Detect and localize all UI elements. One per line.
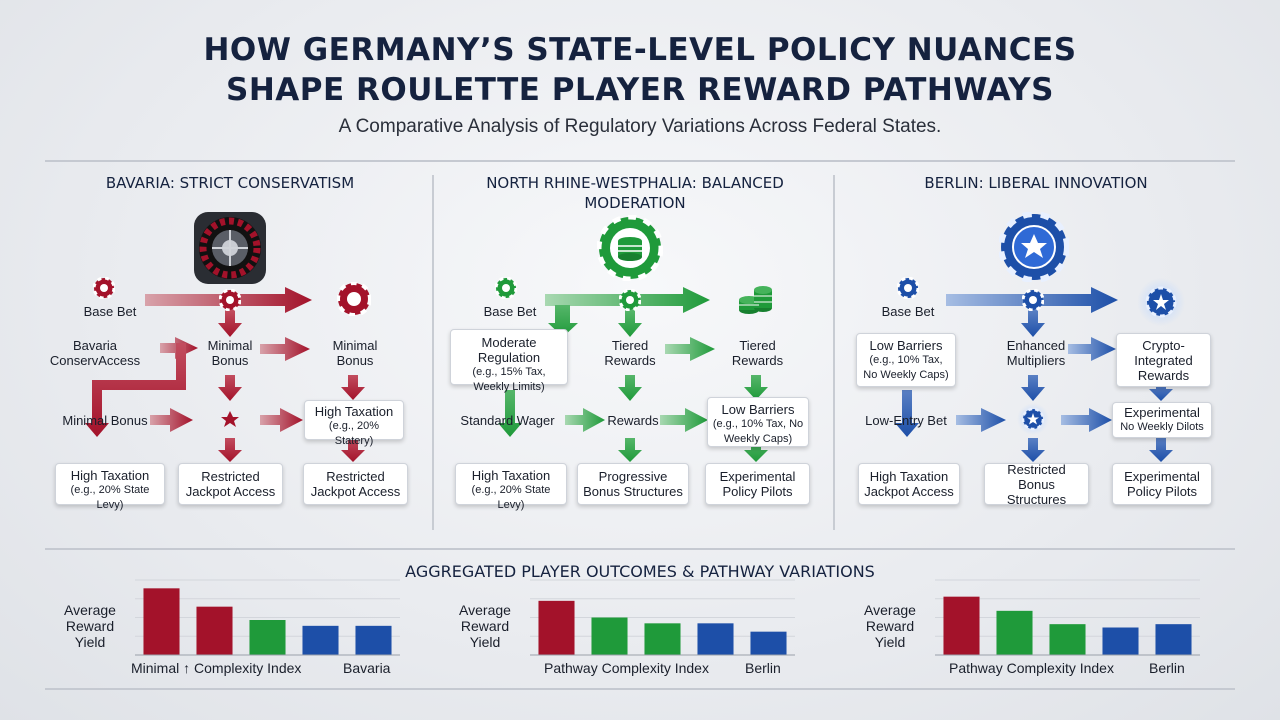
chart-bar (143, 588, 180, 655)
chart-bar (538, 600, 575, 655)
chart-bar (355, 625, 392, 655)
berlin-enhanced-multipliers-label: Enhanced Multipliers (1006, 338, 1066, 368)
chart-nrw-ylabel: Average Reward Yield (459, 602, 511, 650)
bavaria-minimal-bonus-right-label: Minimal Bonus (332, 338, 378, 368)
bavaria-mid-chip-icon (219, 289, 241, 311)
panel-berlin: BERLIN: LIBERAL INNOVATION Base Bet Low … (836, 165, 1236, 540)
chart-bar (644, 623, 681, 655)
bavaria-base-bet-label: Base Bet (83, 304, 137, 319)
chart-bar (996, 610, 1033, 655)
chart-berlin-plot (935, 579, 1200, 656)
bavaria-high-taxation-box: High Taxation(e.g., 20% Statery) (304, 400, 404, 447)
bottom-divider (45, 688, 1235, 690)
chart-bar (697, 623, 734, 655)
chart-bar (1155, 624, 1192, 655)
bavaria-restricted-jackpot-mid-box: Restricted Jackpot Access (178, 463, 283, 505)
berlin-experimental-pilots-box: Experimental Policy Pilots (1112, 463, 1212, 505)
chart-bar (591, 617, 628, 655)
chart-bar (196, 606, 233, 655)
nrw-base-bet-label: Base Bet (483, 304, 537, 319)
nrw-rewards-label: Rewards (607, 413, 659, 428)
chart-nrw: Average Reward Yield Pathway Complexity … (450, 575, 810, 685)
bavaria-title: BAVARIA: STRICT CONSERVATISM (105, 174, 355, 192)
berlin-high-taxation-box: High Taxation Jackpot Access (858, 463, 960, 505)
bavaria-restricted-jackpot-right-box: Restricted Jackpot Access (303, 463, 408, 505)
nrw-tiered-rewards-mid-label: Tiered Rewards (604, 338, 656, 368)
chart-bar (750, 631, 787, 655)
bavaria-right-chip-icon (337, 282, 371, 316)
outcomes-title: AGGREGATED PLAYER OUTCOMES & PATHWAY VAR… (405, 562, 875, 581)
berlin-small-glow-chip-icon (1017, 403, 1049, 435)
chart-bar (302, 625, 339, 655)
chart-berlin-ylabel: Average Reward Yield (864, 602, 916, 650)
nrw-chip-pile-icon (739, 286, 772, 314)
berlin-low-barriers-box: Low Barriers(e.g., 10% Tax, No Weekly Ca… (856, 333, 956, 387)
berlin-low-entry-bet-label: Low-Entry Bet (865, 413, 947, 428)
chart-bavaria-xlabel: Minimal ↑ Complexity Index (131, 660, 302, 676)
panel-bavaria: BAVARIA: STRICT CONSERVATISM Base Bet Ba… (30, 165, 430, 540)
chart-bavaria-xlabel-right: Bavaria (343, 660, 391, 676)
berlin-crypto-rewards-box: Crypto-Integrated Rewards (1116, 333, 1211, 387)
chart-nrw-xlabel: Pathway Complexity Index (544, 660, 709, 676)
nrw-moderate-regulation-box: Moderate Regulation(e.g., 15% Tax, Weekl… (450, 329, 568, 393)
bavaria-minimal-bonus-mid-label: Minimal Bonus (207, 338, 253, 368)
bavaria-base-chip-icon (93, 277, 115, 299)
chart-bar (943, 596, 980, 655)
chart-bar (1049, 624, 1086, 655)
nrw-progressive-bonus-box: Progressive Bonus Structures (577, 463, 689, 505)
top-divider (45, 160, 1235, 162)
bavaria-conservaccess-label: Bavaria ConservAccess (49, 338, 141, 368)
berlin-title: BERLIN: LIBERAL INNOVATION (924, 174, 1148, 192)
bavaria-minimal-bonus-left-label: Minimal Bonus (62, 413, 148, 428)
chart-nrw-xlabel-right: Berlin (745, 660, 781, 676)
nrw-low-barriers-box: Low Barriers(e.g., 10% Tax, No Weekly Ca… (707, 397, 809, 447)
chart-bavaria-plot (135, 579, 400, 656)
nrw-standard-wager-label-text: Standard Wager (460, 413, 555, 428)
chart-nrw-plot (530, 579, 795, 656)
star-chip-icon (999, 212, 1069, 282)
panel-divider-1 (432, 175, 434, 530)
berlin-restricted-bonus-box: Restricted Bonus Structures (984, 462, 1089, 507)
page-subtitle: A Comparative Analysis of Regulatory Var… (338, 116, 942, 137)
berlin-base-bet-label: Base Bet (881, 304, 935, 319)
middle-divider (45, 548, 1235, 550)
chart-berlin-xlabel: Pathway Complexity Index (949, 660, 1114, 676)
chart-bar (1102, 627, 1139, 655)
panel-nrw: NORTH RHINE-WESTPHALIA: BALANCED MODERAT… (435, 165, 835, 540)
chart-bavaria: Average Reward Yield Minimal ↑ Complexit… (55, 575, 415, 685)
nrw-mid-chip-icon (619, 289, 641, 311)
nrw-base-chip-icon (495, 277, 517, 299)
nrw-experimental-pilots-box: Experimental Policy Pilots (705, 463, 810, 505)
bavaria-high-taxation-bottom-box: High Taxation(e.g., 20% State Levy) (55, 463, 165, 511)
berlin-base-chip-icon (897, 277, 919, 299)
berlin-glowing-star-chip-icon (1137, 278, 1185, 326)
berlin-mid-chip-icon (1022, 289, 1044, 311)
nrw-tiered-rewards-right-label: Tiered Rewards (731, 338, 784, 368)
page-title-line1: HOW GERMANY’S STATE-LEVEL POLICY NUANCES (203, 32, 1077, 68)
page-title-line2: SHAPE ROULETTE PLAYER REWARD PATHWAYS (226, 72, 1054, 108)
nrw-high-taxation-box: High Taxation(e.g., 20% State Levy) (455, 463, 567, 511)
nrw-title: NORTH RHINE-WESTPHALIA: BALANCED MODERAT… (486, 174, 784, 212)
roulette-wheel-icon (194, 212, 266, 284)
chip-stack-icon (597, 215, 663, 281)
chart-berlin: Average Reward Yield Pathway Complexity … (855, 575, 1215, 685)
chart-bar (249, 620, 286, 655)
chart-berlin-xlabel-right: Berlin (1149, 660, 1185, 676)
chart-bavaria-ylabel: Average Reward Yield (64, 602, 116, 650)
panel-divider-2 (833, 175, 835, 530)
